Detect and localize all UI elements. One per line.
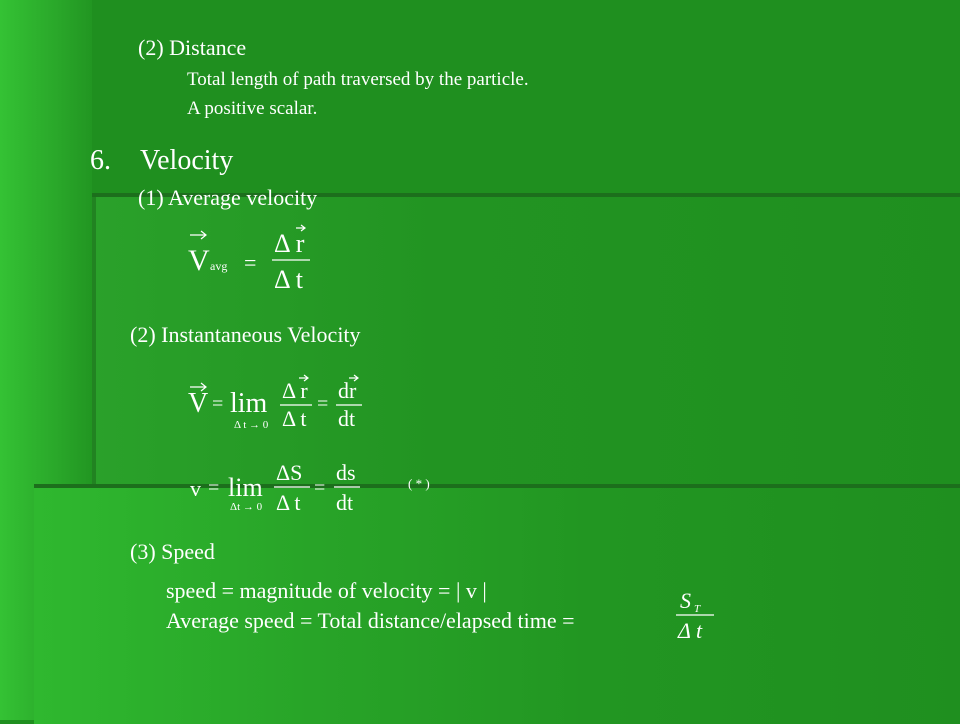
instantaneous-velocity-vector-equation: V = lim Δ t → 0 Δ r Δ t = dr dt [186,374,376,439]
average-velocity-heading: (1) Average velocity [138,185,318,210]
background-panel-lower [34,484,960,724]
average-speed-fraction: S T Δ t [672,588,722,653]
distance-line-2: A positive scalar. [187,98,318,119]
vector-arrow-icon [296,224,306,232]
eq-scal-num1: ΔS [276,460,302,485]
eq-scal-den2: dt [336,490,353,515]
eq-inst-eq1: = [212,393,223,415]
eq-scal-lim: lim [228,473,263,502]
eq-inst-den1: Δ t [282,406,307,431]
eq-inst-eq2: = [317,393,328,415]
eq-inst-den2: dt [338,406,355,431]
eq-avg-num: Δ r [274,229,305,258]
eq-avg-sub: avg [210,259,227,273]
eq-inst-limsub: Δ t → 0 [234,419,269,431]
eq-inst-lim: lim [230,388,268,419]
eq-scal-limsub: Δt → 0 [230,501,263,513]
eq-scal-num2: ds [336,460,356,485]
eq-inst-lhs: V [188,388,208,419]
frac-num-sub: T [694,603,701,615]
frac-num: S [680,588,691,613]
distance-heading: (2) Distance [138,35,247,60]
velocity-title: Velocity [140,145,234,176]
eq-scal-den1: Δ t [276,490,301,515]
vector-arrow-icon [190,230,207,240]
frac-den: Δ t [677,618,703,643]
instantaneous-velocity-heading: (2) Instantaneous Velocity [130,322,361,347]
eq-scal-lhs: v [190,476,201,501]
eq-scal-note: ( * ) [408,476,430,491]
eq-inst-num2: dr [338,378,357,403]
instantaneous-speed-equation: v = lim Δt → 0 ΔS Δ t = ds dt ( * ) [186,458,466,527]
speed-line-1: speed = magnitude of velocity = | v | [166,578,487,603]
eq-avg-lhs: V [188,244,210,277]
section-number: 6. [90,145,111,176]
eq-avg-den: Δ t [274,265,304,294]
eq-avg-equals: = [244,250,256,275]
vector-arrow-icon [190,382,207,392]
vector-arrow-icon [299,374,309,382]
eq-scal-eq1: = [208,477,219,499]
average-velocity-equation: V avg = Δ r Δ t [186,222,326,299]
speed-heading: (3) Speed [130,539,215,564]
eq-scal-eq2: = [314,477,325,499]
vector-arrow-icon [349,374,359,382]
distance-line-1: Total length of path traversed by the pa… [187,69,529,90]
speed-line-2: Average speed = Total distance/elapsed t… [166,608,575,633]
eq-inst-num1: Δ r [282,378,308,403]
